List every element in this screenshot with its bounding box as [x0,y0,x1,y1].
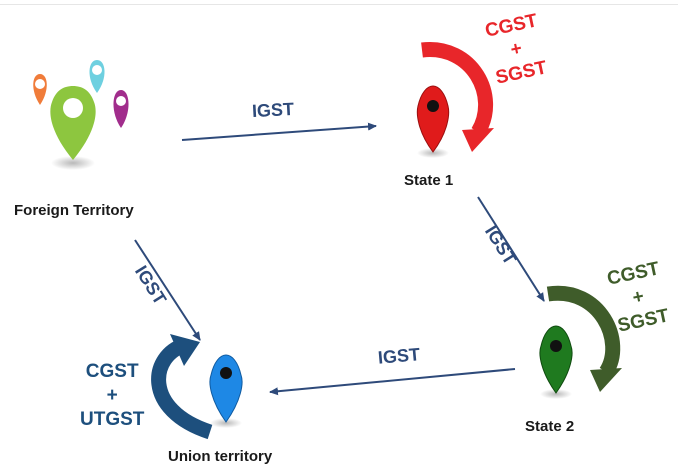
state1-pin-icon [416,85,450,158]
top-divider [0,4,678,5]
tax-union-line2: + [106,385,118,406]
tax-union-line1: CGST [85,361,139,382]
state2-tax-cycle-arrow [546,285,622,392]
node-label-union-territory: Union territory [168,448,273,465]
tax-label-union: CGST + UTGST [80,360,144,432]
tax-union-line3: UTGST [80,409,145,430]
node-label-state1: State 1 [404,172,454,189]
foreign-territory-pins-icon [33,60,129,170]
state2-pin-icon [539,325,573,399]
edge-label-state2-to-union: IGST [377,344,421,368]
union-pin-icon [209,354,243,428]
arrow-foreign-to-state1 [181,122,377,141]
edge-label-foreign-to-state1: IGST [251,98,295,122]
node-label-foreign-territory: Foreign Territory [14,202,134,219]
state1-tax-cycle-arrow [421,42,494,152]
arrow-state1-to-state2 [477,196,545,302]
arrow-state2-to-union [269,368,516,396]
arrow-foreign-to-union [134,239,201,341]
union-tax-cycle-arrow [151,334,213,440]
node-label-state2: State 2 [525,418,575,435]
